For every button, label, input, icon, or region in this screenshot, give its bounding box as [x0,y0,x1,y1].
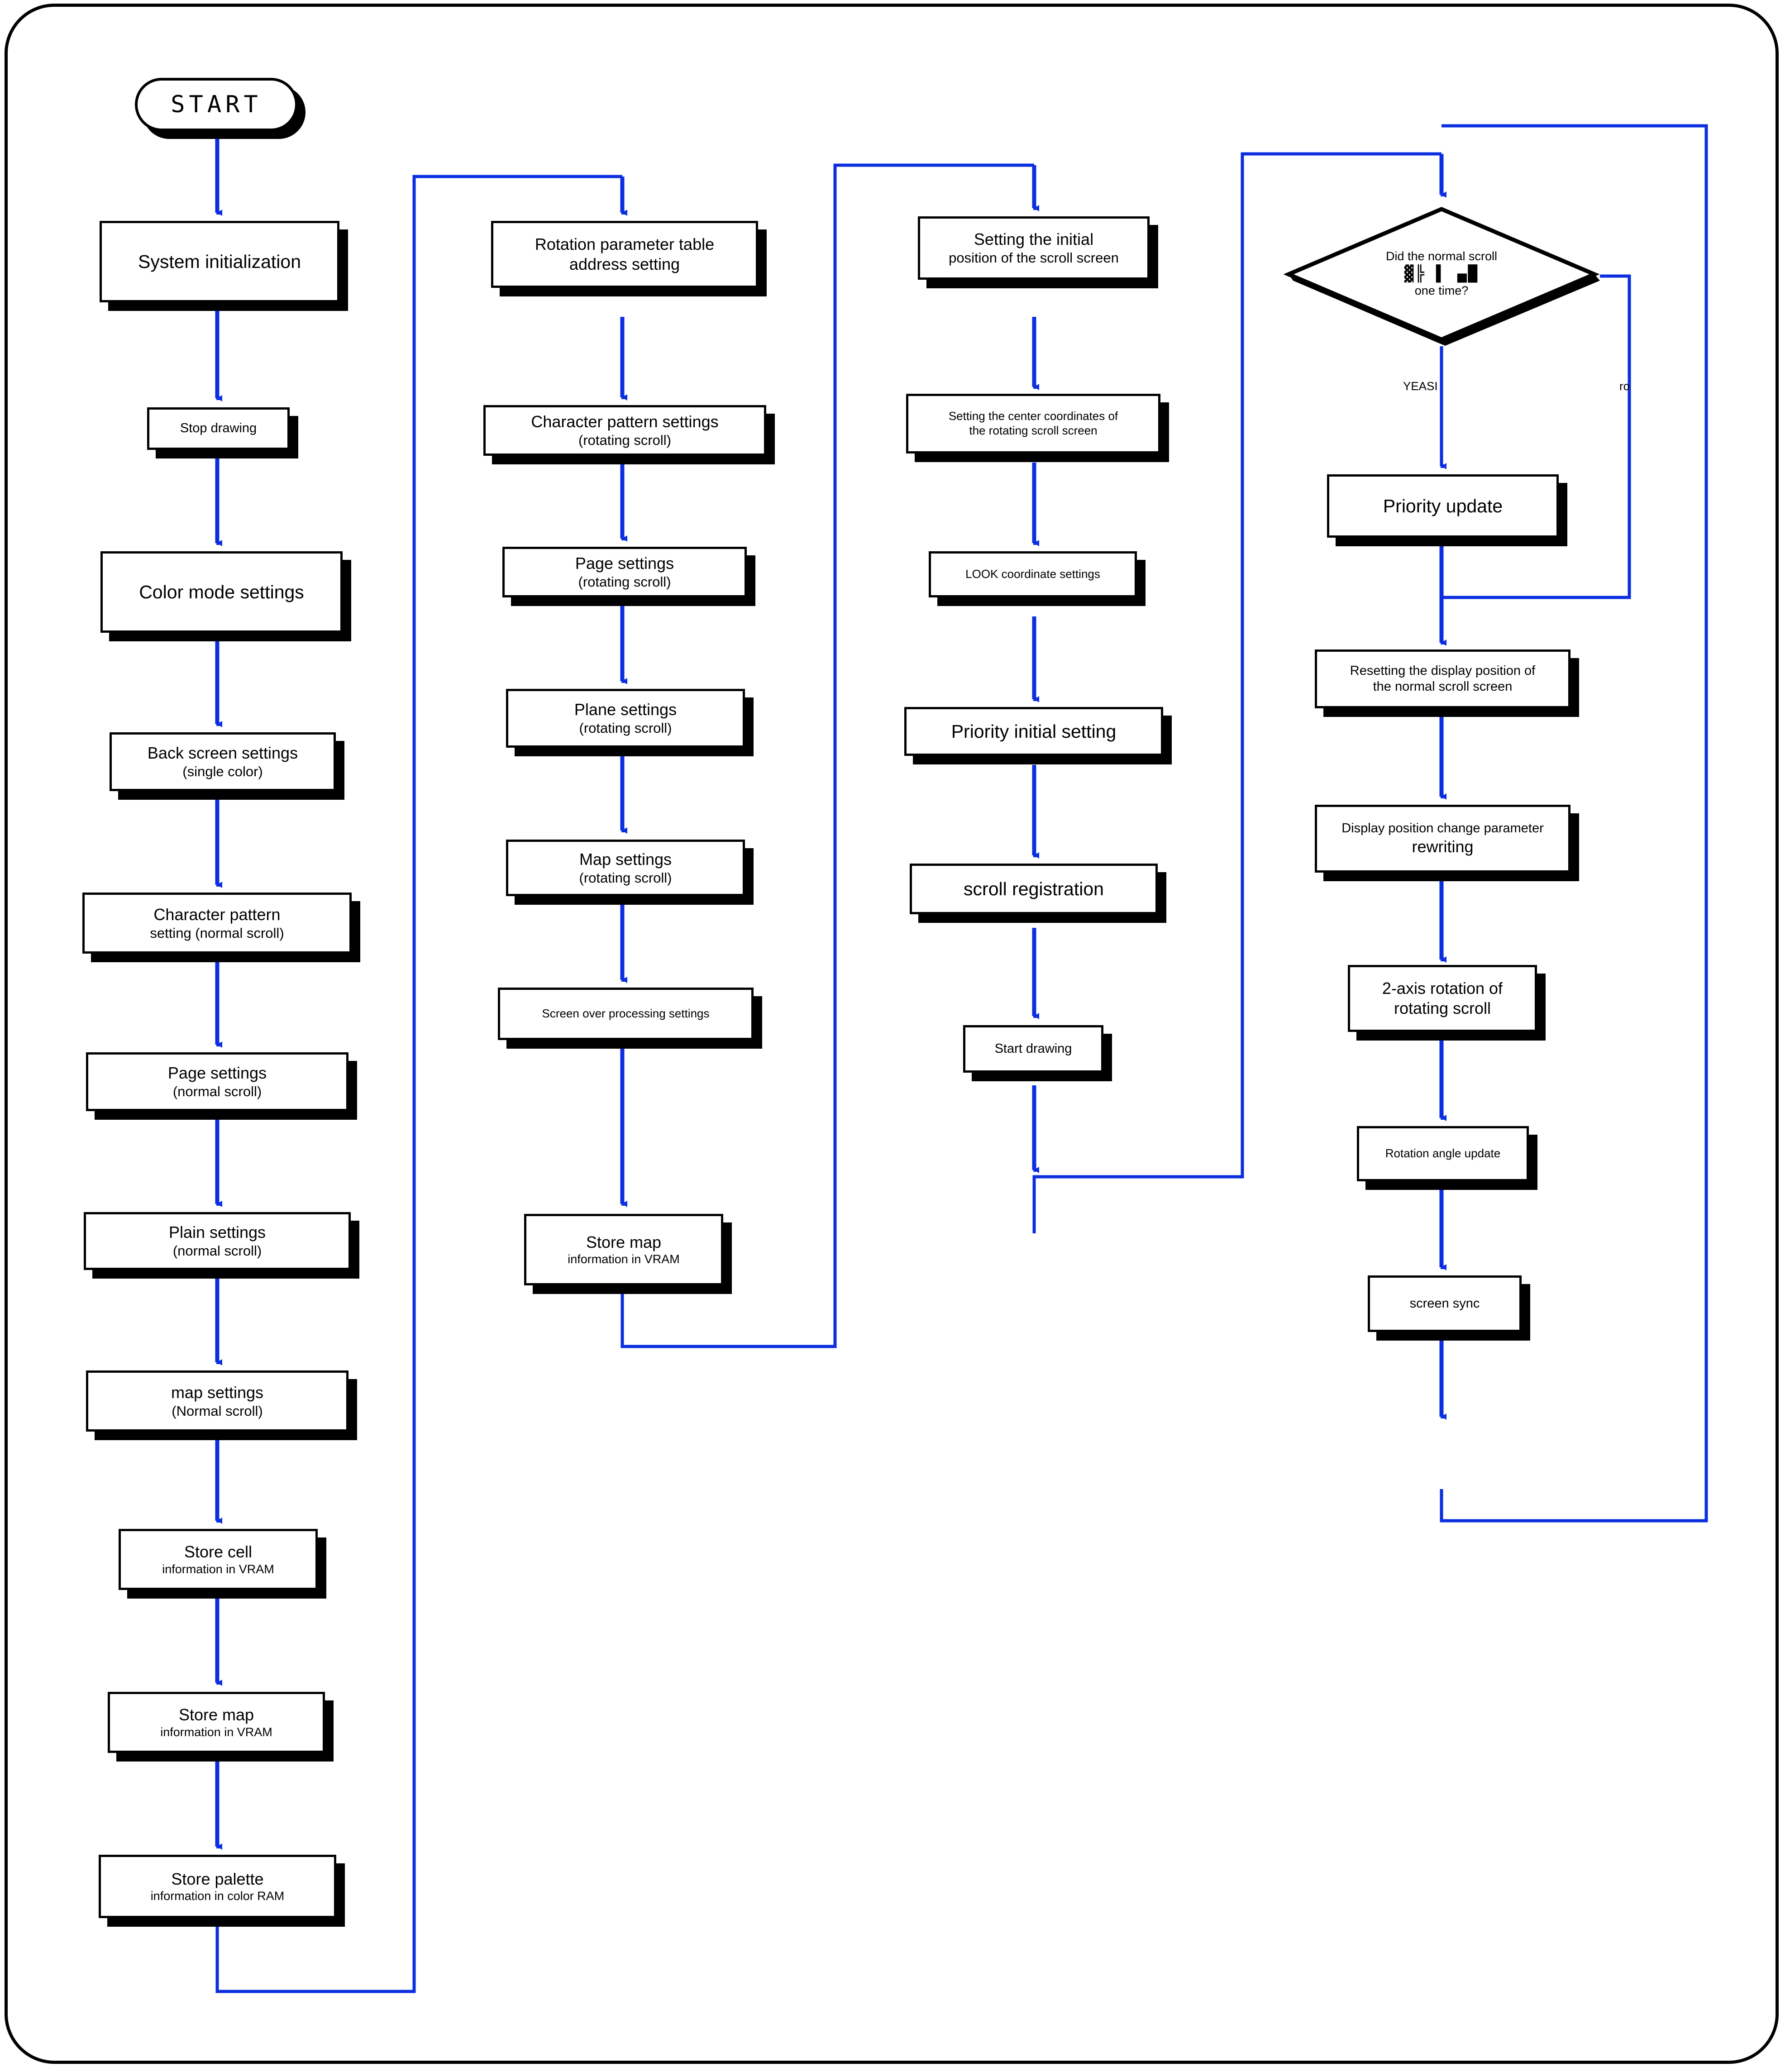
node-plane-settings-rotating[interactable]: Plane settings (rotating scroll) [506,689,745,748]
node-line2: (single color) [182,764,263,780]
node-rotation-parameter-table[interactable]: Rotation parameter table address setting [491,221,758,288]
node-line1: Page settings [575,554,674,573]
node-line1: Setting the center coordinates of [948,409,1118,423]
node-page-settings-normal[interactable]: Page settings (normal scroll) [86,1052,348,1111]
node-line2: information in color RAM [150,1889,285,1903]
node-line2: position of the scroll screen [949,250,1119,266]
node-line2: information in VRAM [162,1562,274,1576]
node-line2: information in VRAM [568,1252,680,1266]
node-priority-update[interactable]: Priority update [1327,474,1559,538]
node-line1: Character pattern settings [531,412,719,431]
node-center-coordinates-rotating[interactable]: Setting the center coordinates of the ro… [906,394,1160,454]
node-line2: (Normal scroll) [172,1403,263,1419]
node-line1: Rotation parameter table [535,235,715,254]
node-stop-drawing[interactable]: Stop drawing [147,407,290,450]
start-label: START [171,91,262,118]
node-character-pattern-rotating[interactable]: Character pattern settings (rotating scr… [483,405,766,456]
node-line1: Start drawing [994,1041,1072,1056]
node-store-palette-color-ram[interactable]: Store palette information in color RAM [99,1855,336,1918]
node-scroll-registration[interactable]: scroll registration [910,864,1158,914]
node-screen-sync[interactable]: screen sync [1368,1275,1522,1332]
node-map-settings-normal[interactable]: map settings (Normal scroll) [86,1370,348,1432]
node-line2: information in VRAM [160,1725,272,1739]
node-line2: setting (normal scroll) [150,925,284,941]
node-line1: Priority initial setting [951,721,1117,742]
node-line1: System initialization [138,251,301,272]
node-line2: (rotating scroll) [578,574,671,590]
node-initial-scroll-position[interactable]: Setting the initial position of the scro… [918,216,1150,280]
node-line1: LOOK coordinate settings [965,567,1100,581]
node-line1: Page settings [167,1064,267,1083]
node-store-map-vram-2[interactable]: Store map information in VRAM [524,1214,723,1285]
node-line1: Stop drawing [180,421,257,436]
node-character-pattern-normal[interactable]: Character pattern setting (normal scroll… [82,893,352,954]
node-line2: rotating scroll [1394,999,1491,1017]
node-page-settings-rotating[interactable]: Page settings (rotating scroll) [502,547,747,597]
node-line1: Setting the initial [974,230,1094,249]
node-reset-display-position[interactable]: Resetting the display position of the no… [1315,649,1570,708]
node-line1: Map settings [579,850,672,869]
node-decision-normal-scroll[interactable]: Did the normal scroll ▓╠ ▌ ▄█ one time? [1283,199,1600,349]
node-line1: Color mode settings [139,581,304,602]
node-store-cell-vram[interactable]: Store cell information in VRAM [119,1529,318,1590]
edge-label-no: ro [1619,379,1630,393]
node-line2: address setting [569,255,680,273]
node-line1: Back screen settings [147,744,298,763]
edge-label-yes: YEASI [1403,379,1438,393]
node-line1: Store palette [171,1869,264,1888]
node-plain-settings-normal[interactable]: Plain settings (normal scroll) [84,1212,351,1270]
node-line1: scroll registration [964,878,1104,899]
node-start-drawing[interactable]: Start drawing [963,1025,1103,1073]
node-line1: Display position change parameter [1341,821,1544,836]
node-system-init[interactable]: System initialization [100,221,339,302]
node-look-coordinate-settings[interactable]: LOOK coordinate settings [929,551,1137,597]
node-line1: Priority update [1383,495,1503,516]
node-line2: (rotating scroll) [579,720,672,736]
node-map-settings-rotating[interactable]: Map settings (rotating scroll) [506,840,745,896]
node-line1: Store map [178,1705,254,1724]
node-line1: map settings [171,1383,264,1402]
node-line2: the rotating scroll screen [969,424,1098,437]
node-back-screen-settings[interactable]: Back screen settings (single color) [110,732,336,791]
node-line2: the normal scroll screen [1373,679,1513,694]
node-screen-over-processing[interactable]: Screen over processing settings [498,988,754,1040]
node-store-map-vram-1[interactable]: Store map information in VRAM [108,1692,325,1753]
start-terminator[interactable]: START [135,78,298,131]
node-line2: (normal scroll) [172,1084,262,1100]
node-line1: 2-axis rotation of [1382,979,1503,998]
node-line2: (rotating scroll) [579,869,672,886]
node-line1: Plain settings [168,1223,266,1242]
node-line1: Character pattern [153,905,281,924]
node-line1: Resetting the display position of [1350,663,1536,678]
node-line1: Rotation angle update [1385,1146,1501,1160]
node-line1: Store cell [184,1542,253,1561]
node-priority-initial-setting[interactable]: Priority initial setting [904,707,1163,756]
node-color-mode-settings[interactable]: Color mode settings [100,551,343,633]
node-line1: Plane settings [574,700,677,719]
node-line1: screen sync [1409,1296,1480,1311]
node-line1: Screen over processing settings [542,1007,710,1021]
node-line1: Store map [586,1232,662,1251]
node-line2: (normal scroll) [172,1243,262,1259]
node-two-axis-rotation[interactable]: 2-axis rotation of rotating scroll [1348,965,1537,1032]
node-line2: (rotating scroll) [578,432,671,449]
node-display-position-change[interactable]: Display position change parameter rewrit… [1315,805,1570,873]
node-rotation-angle-update[interactable]: Rotation angle update [1357,1126,1529,1181]
node-line2: rewriting [1412,837,1474,856]
